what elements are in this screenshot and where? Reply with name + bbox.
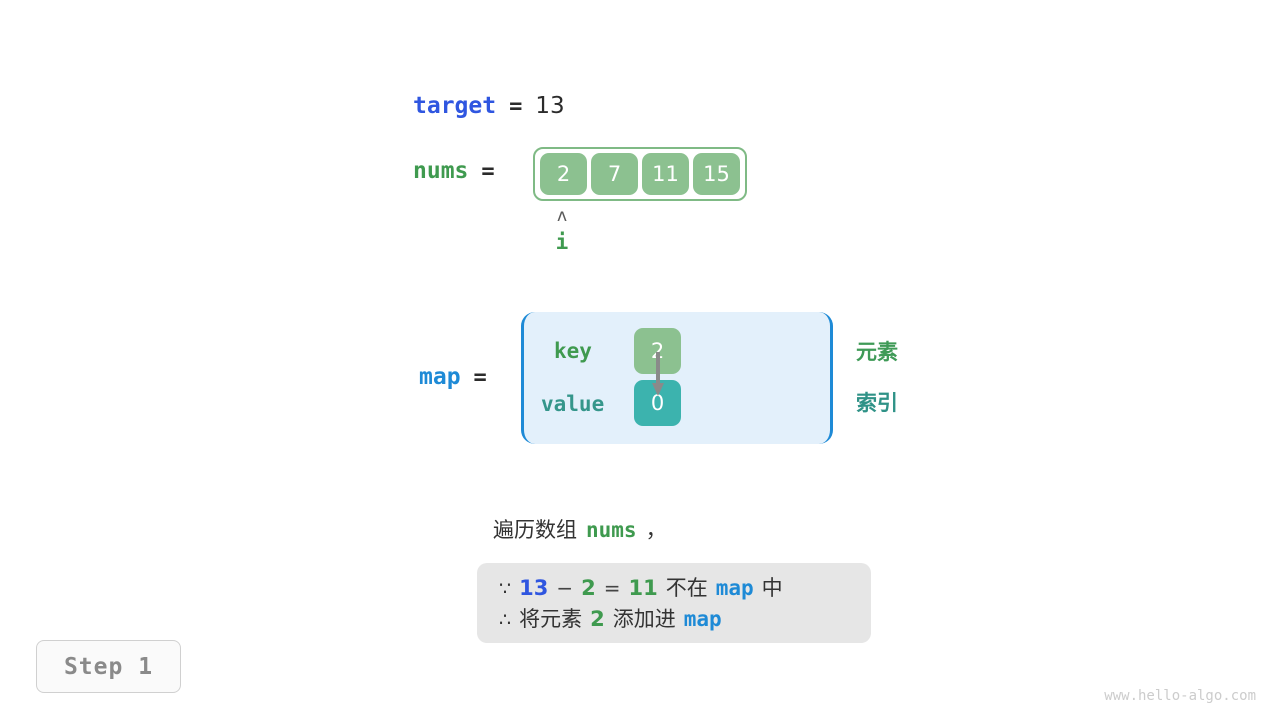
step-badge: Step 1 <box>36 640 181 693</box>
nums-assignment: nums = <box>413 158 495 184</box>
therefore-symbol-icon: ∴ <box>499 609 512 631</box>
description-line: 遍历数组 nums ， <box>493 514 667 544</box>
reason-action-text: 将元素 <box>519 607 583 631</box>
key-to-value-arrow-icon <box>652 352 664 396</box>
reason-minus-operator: − <box>556 576 574 600</box>
index-pointer-label: i <box>555 230 569 254</box>
description-code-nums: nums <box>586 518 637 542</box>
watermark: www.hello-algo.com <box>1104 688 1256 704</box>
target-equals-sign: = <box>509 94 523 119</box>
reason-target-value: 13 <box>519 576 549 600</box>
map-variable-name: map <box>419 364 461 390</box>
array-cell: 15 <box>693 153 740 195</box>
target-variable-name: target <box>413 93 497 119</box>
array-cell: 11 <box>642 153 689 195</box>
description-suffix: ， <box>645 518 667 542</box>
nums-variable-name: nums <box>413 158 469 184</box>
map-value-row-label: value <box>541 392 605 416</box>
reason-verb-text: 添加进 <box>612 607 676 631</box>
legend-index-label: 索引 <box>856 391 898 415</box>
map-key-row-label: key <box>554 339 592 363</box>
reasoning-line-because: ∵ 13 − 2 = 11 不在 map 中 <box>499 572 849 603</box>
nums-equals-sign: = <box>481 158 495 184</box>
target-assignment: target = 13 <box>413 93 565 119</box>
description-prefix: 遍历数组 <box>493 518 577 542</box>
reason-current-element: 2 <box>581 576 596 600</box>
reason-equals-operator: = <box>603 576 621 600</box>
legend-element-label: 元素 <box>856 340 898 364</box>
array-cell: 2 <box>540 153 587 195</box>
reason-map-code: map <box>715 576 754 600</box>
reason-added-element: 2 <box>590 607 605 631</box>
because-symbol-icon: ∵ <box>499 578 512 600</box>
map-equals-sign: = <box>473 365 487 390</box>
reason-complement-value: 11 <box>628 576 658 600</box>
reasoning-line-therefore: ∴ 将元素 2 添加进 map <box>499 603 849 634</box>
index-pointer-caret-icon: ʌ <box>556 206 568 226</box>
target-value: 13 <box>535 93 565 119</box>
reason-map-code: map <box>683 607 722 631</box>
reasoning-box: ∵ 13 − 2 = 11 不在 map 中 ∴ 将元素 2 添加进 map <box>477 563 871 643</box>
array-cell: 7 <box>591 153 638 195</box>
reason-not-in-text: 不在 <box>665 576 708 600</box>
map-assignment: map = <box>419 364 487 390</box>
map-value-entry: 0 <box>634 380 681 426</box>
nums-array-container: 2 7 11 15 <box>533 147 747 201</box>
reason-tail-text: 中 <box>761 576 783 600</box>
